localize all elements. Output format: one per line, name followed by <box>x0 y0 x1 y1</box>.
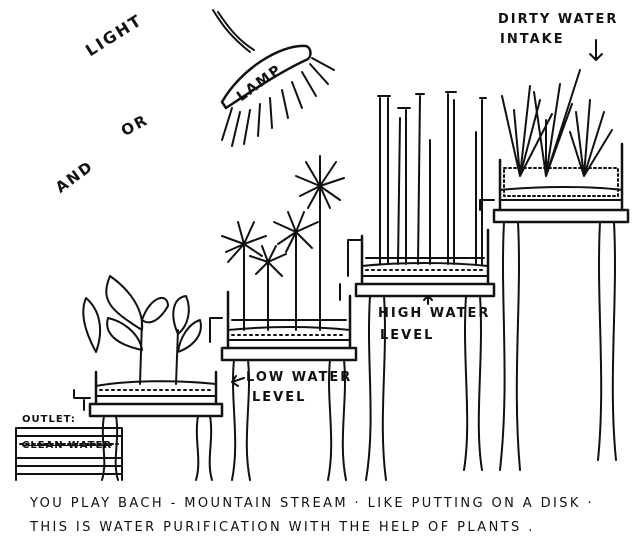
tank-3 <box>339 91 496 481</box>
outlet-basin <box>15 427 123 481</box>
caption-line-2: THIS IS WATER PURIFICATION WITH THE HELP… <box>30 520 535 535</box>
dirty-water-label: DIRTY WATER <box>498 12 619 27</box>
outlet-label: OUTLET: <box>22 414 76 425</box>
tank-2 <box>209 155 358 481</box>
intake-label: INTAKE <box>500 32 565 47</box>
high-water-label: HIGH WATER <box>378 306 491 321</box>
tank-4 <box>479 39 630 471</box>
lamp-icon <box>212 9 335 147</box>
caption-line-1: YOU PLAY BACH - MOUNTAIN STREAM · LIKE P… <box>30 496 594 511</box>
clean-water-label: CLEAN WATER <box>22 440 113 451</box>
low-water-label: LOW WATER <box>246 370 353 385</box>
high-water-level-label: LEVEL <box>380 328 435 343</box>
tank-1 <box>73 275 224 481</box>
low-water-level-label: LEVEL <box>252 390 307 405</box>
